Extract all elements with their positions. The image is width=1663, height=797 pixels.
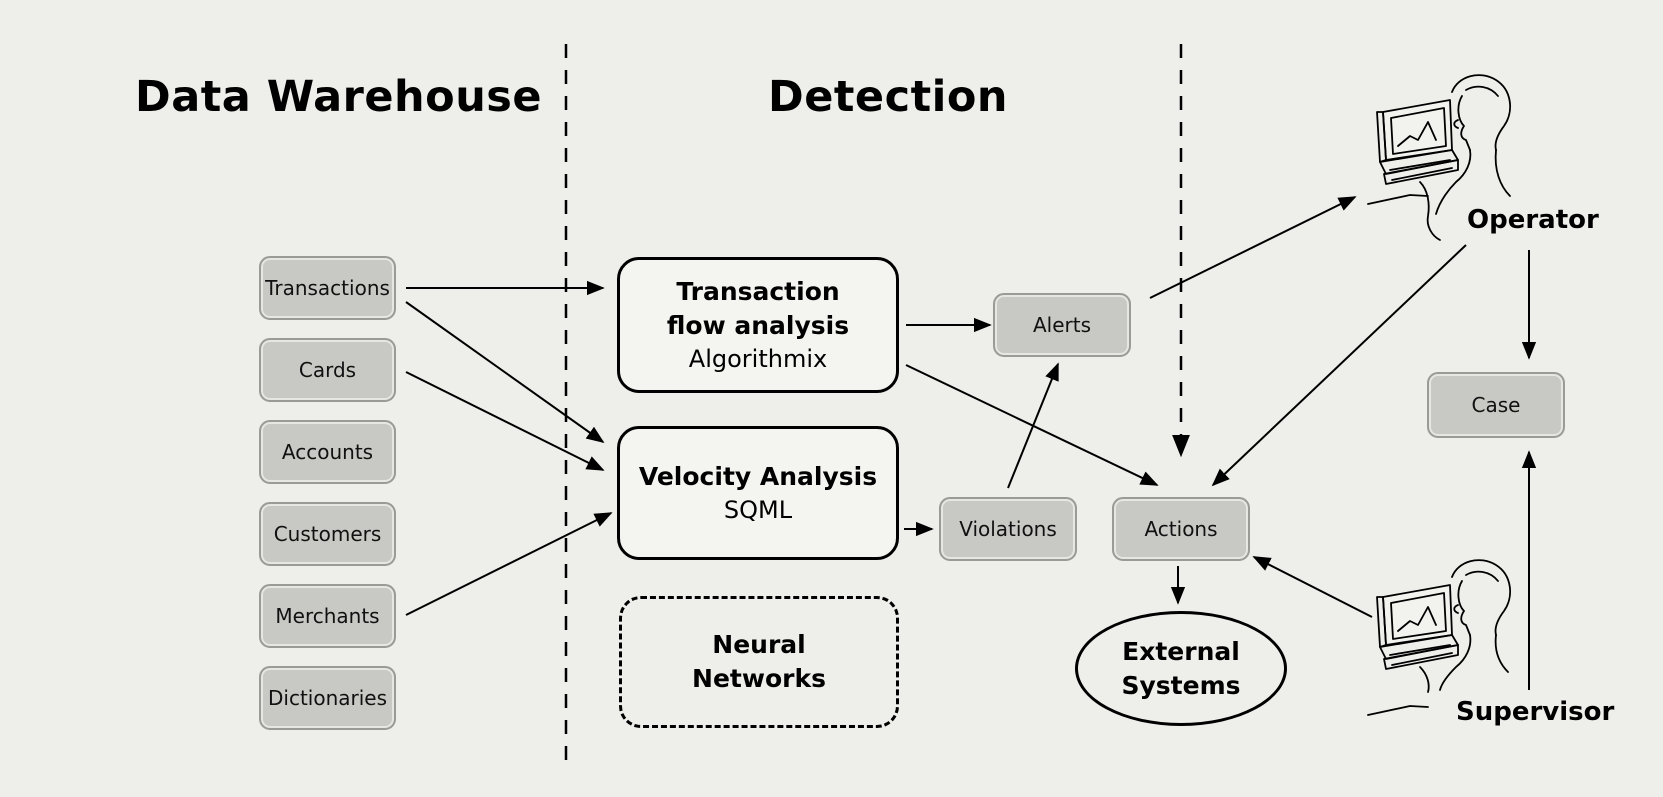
transaction-flow-subtitle: Algorithmix [688, 345, 828, 373]
external-line2: Systems [1121, 670, 1241, 700]
arrow-merchants-velocity [405, 512, 613, 616]
arrow-flow-actions [905, 364, 1159, 486]
velocity-analysis-box: Velocity Analysis SQML [617, 426, 899, 560]
actions-box: Actions [1112, 497, 1250, 561]
external-line1: External [1122, 636, 1240, 666]
detection-heading: Detection [768, 72, 1009, 122]
transaction-flow-analysis-box: Transaction flow analysis Algorithmix [617, 257, 899, 393]
data-warehouse-heading: Data Warehouse [135, 72, 543, 122]
transaction-flow-title-line1: Transaction [676, 277, 840, 306]
arrow-transactions-velocity [405, 301, 605, 444]
arrow-alerts-operator [1149, 196, 1357, 299]
operator-at-computer-icon [1367, 74, 1511, 241]
arrow-cards-velocity [405, 371, 605, 471]
arrow-operator-actions [1211, 244, 1467, 487]
warehouse-item-transactions: Transactions [259, 256, 396, 320]
alerts-box: Alerts [993, 293, 1131, 357]
external-systems-ellipse: External Systems [1075, 611, 1287, 726]
supervisor-at-computer-icon [1367, 559, 1511, 716]
warehouse-item-cards: Cards [259, 338, 396, 402]
arrow-supervisor-actions [1252, 556, 1373, 618]
transaction-flow-title-line2: flow analysis [666, 311, 850, 340]
violations-box: Violations [939, 497, 1077, 561]
warehouse-item-accounts: Accounts [259, 420, 396, 484]
velocity-title: Velocity Analysis [638, 462, 878, 491]
operator-label: Operator [1467, 205, 1599, 235]
case-box: Case [1427, 372, 1565, 438]
warehouse-item-merchants: Merchants [259, 584, 396, 648]
supervisor-label: Supervisor [1456, 697, 1615, 727]
warehouse-item-dictionaries: Dictionaries [259, 666, 396, 730]
arrow-violations-alerts [1007, 362, 1059, 489]
velocity-subtitle: SQML [723, 496, 793, 524]
neural-networks-box: Neural Networks [619, 596, 899, 728]
warehouse-item-customers: Customers [259, 502, 396, 566]
neural-line2: Networks [692, 664, 826, 693]
neural-line1: Neural [712, 630, 806, 659]
